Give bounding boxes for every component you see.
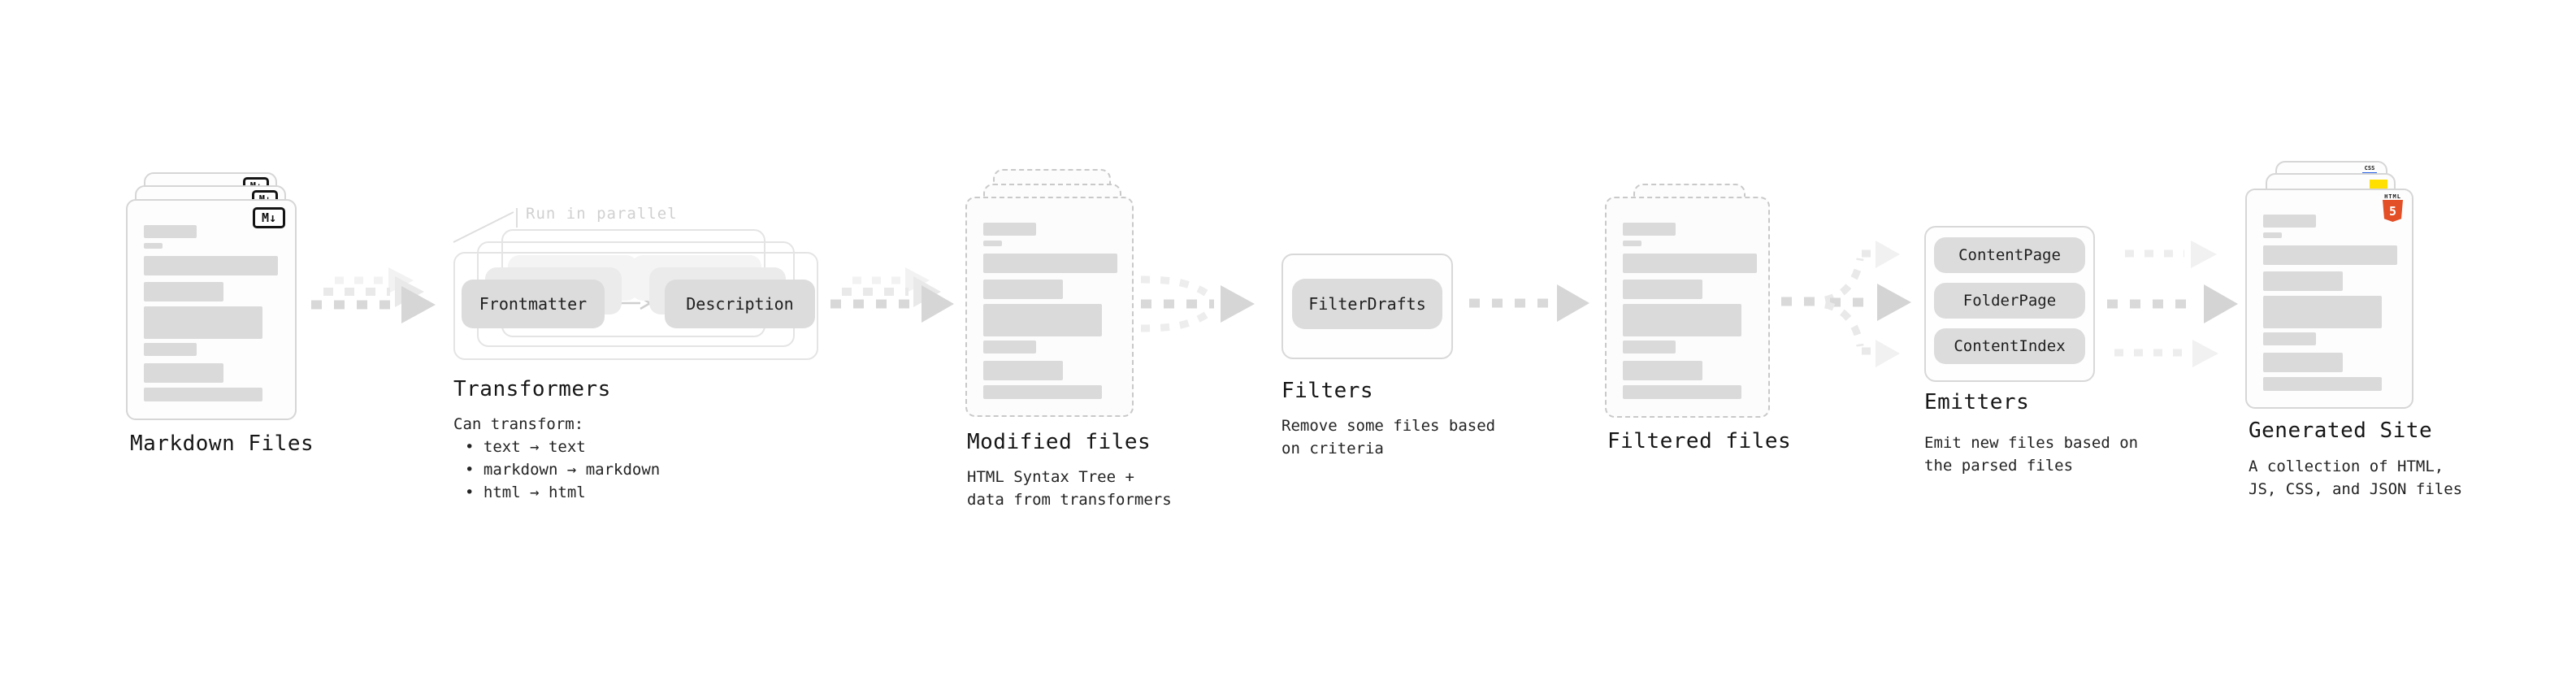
markdown-file-card-front: M↓ [126,199,297,420]
arrow-transformers-to-modified [830,267,954,323]
filtered-files-label: Filtered files [1607,429,1792,453]
emitters-label: Emitters [1924,390,2030,414]
doc-line [2263,271,2343,291]
arrow-markdown-to-transformers [311,267,436,323]
doc-line [983,304,1102,336]
modified-files-description: HTML Syntax Tree + data from transformer… [967,466,1172,511]
doc-line [2263,353,2343,372]
desc-line: • markdown → markdown [465,461,661,479]
modified-files-label: Modified files [967,430,1151,454]
modified-file-card-front [965,197,1134,417]
doc-line [1623,223,1676,236]
doc-line [983,340,1036,354]
desc-line: A collection of HTML, [2249,458,2444,475]
filters-description: Remove some files based on criteria [1281,414,1495,460]
arrow-modified-to-filters [1140,275,1255,332]
doc-line [144,256,278,275]
description-pill: Description [665,280,815,328]
doc-line [1623,340,1676,354]
doc-line [983,385,1102,399]
generated-site-description: A collection of HTML, JS, CSS, and JSON … [2249,455,2462,501]
doc-line [1623,241,1641,246]
markdown-icon: M↓ [253,207,285,228]
generated-site-label: Generated Site [2249,419,2433,443]
generated-html-card-front: HTML 5 [2245,189,2413,409]
emitters-description: Emit new files based on the parsed files [1924,432,2138,477]
doc-line [1623,280,1702,299]
doc-line [144,282,223,301]
transformer-layer-front [453,252,818,360]
doc-line [983,254,1117,273]
desc-line: the parsed files [1924,457,2074,475]
javascript-icon [2370,180,2387,190]
filterdrafts-pill: FilterDrafts [1292,279,1442,329]
doc-line [144,243,163,249]
desc-line: Emit new files based on [1924,434,2139,452]
filters-label: Filters [1281,379,1374,403]
html5-number: 5 [2388,203,2397,219]
doc-line [144,343,197,356]
css-icon-label: CSS [2364,165,2375,171]
html5-shield: 5 [2383,200,2403,222]
doc-line [983,241,1002,246]
filtered-file-card-front [1605,197,1770,418]
doc-line [2263,377,2382,391]
html5-icon: HTML 5 [2382,193,2404,222]
document-placeholder-lines [128,201,295,419]
doc-line [144,225,197,238]
document-placeholder-lines [967,198,1132,415]
desc-line: data from transformers [967,491,1172,509]
contentindex-pill: ContentIndex [1934,328,2085,364]
arrow-filtered-to-emitters [1781,241,1911,367]
run-in-parallel-annotation: Run in parallel [526,205,678,223]
doc-line [1623,304,1741,336]
desc-line: • text → text [465,438,586,456]
doc-line [2263,332,2316,345]
doc-line [1623,254,1757,273]
desc-line: Can transform: [453,415,584,433]
doc-line [144,388,262,401]
doc-line [2263,215,2316,228]
markdown-files-label: Markdown Files [130,432,314,456]
desc-line: JS, CSS, and JSON files [2249,480,2463,498]
doc-line [2263,232,2282,238]
doc-line [144,306,262,339]
desc-line: • html → html [465,484,586,501]
doc-line [1623,385,1741,399]
doc-line [2263,245,2397,265]
document-placeholder-lines [2247,190,2412,407]
document-placeholder-lines [1607,198,1768,416]
arrow-filters-to-filtered [1469,284,1589,322]
desc-line: Remove some files based [1281,417,1496,435]
doc-line [2263,296,2382,328]
html5-icon-label: HTML [2384,193,2401,200]
doc-line [983,280,1063,299]
doc-line [983,361,1063,380]
doc-line [144,363,223,383]
transformers-description: Can transform: • text → text • markdown … [453,413,660,504]
desc-line: on criteria [1281,440,1384,458]
doc-line [983,223,1036,236]
contentpage-pill: ContentPage [1934,237,2085,273]
arrow-emitters-to-generated [2107,241,2238,367]
desc-line: HTML Syntax Tree + [967,468,1134,486]
transformers-label: Transformers [453,377,611,401]
folderpage-pill: FolderPage [1934,283,2085,319]
doc-line [1623,361,1702,380]
frontmatter-pill: Frontmatter [462,280,605,328]
